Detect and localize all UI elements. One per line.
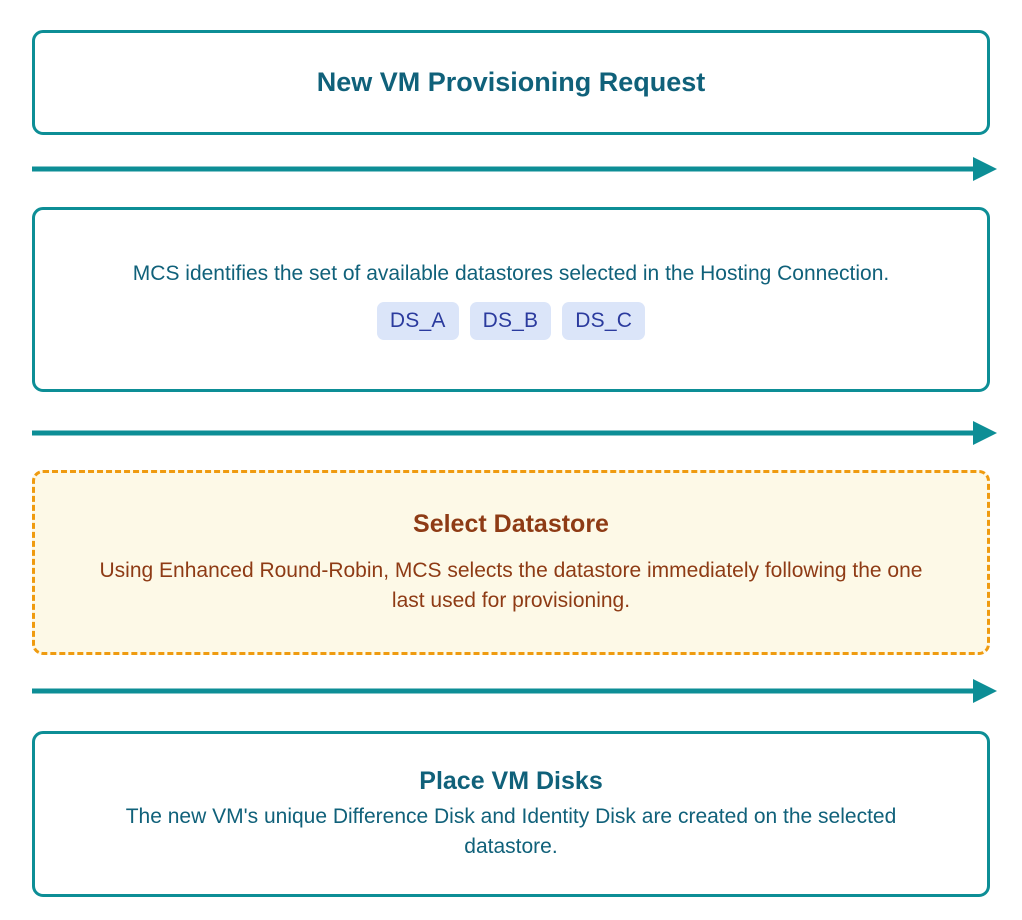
node-place-vm-disks: Place VM Disks The new VM's unique Diffe… [32,731,990,897]
arrow-down-icon [32,157,997,181]
node-place-body: The new VM's unique Difference Disk and … [125,805,897,859]
node-request-title: New VM Provisioning Request [316,67,706,98]
datastore-chip-ds-c: DS_C [562,302,646,341]
node-select-title: Select Datastore [413,509,609,538]
datastore-chip-ds-a: DS_A [376,302,459,341]
arrow-down-icon [32,679,997,703]
datastore-chip-row: DS_A DS_B DS_C [376,302,646,341]
connector-arrow-identify-to-select [32,421,998,445]
node-select-body: Using Enhanced Round-Robin, MCS selects … [99,559,923,613]
connector-arrow-request-to-identify [32,157,998,181]
datastore-chip-ds-b: DS_B [469,302,552,341]
node-new-vm-provisioning-request: New VM Provisioning Request [32,30,990,135]
connector-arrow-select-to-place [32,679,998,703]
node-select-datastore: Select Datastore Using Enhanced Round-Ro… [32,470,990,655]
node-place-title: Place VM Disks [419,766,603,795]
node-mcs-identifies-datastores: MCS identifies the set of available data… [32,207,990,392]
node-identify-body: MCS identifies the set of available data… [132,261,890,285]
arrow-down-icon [32,421,997,445]
